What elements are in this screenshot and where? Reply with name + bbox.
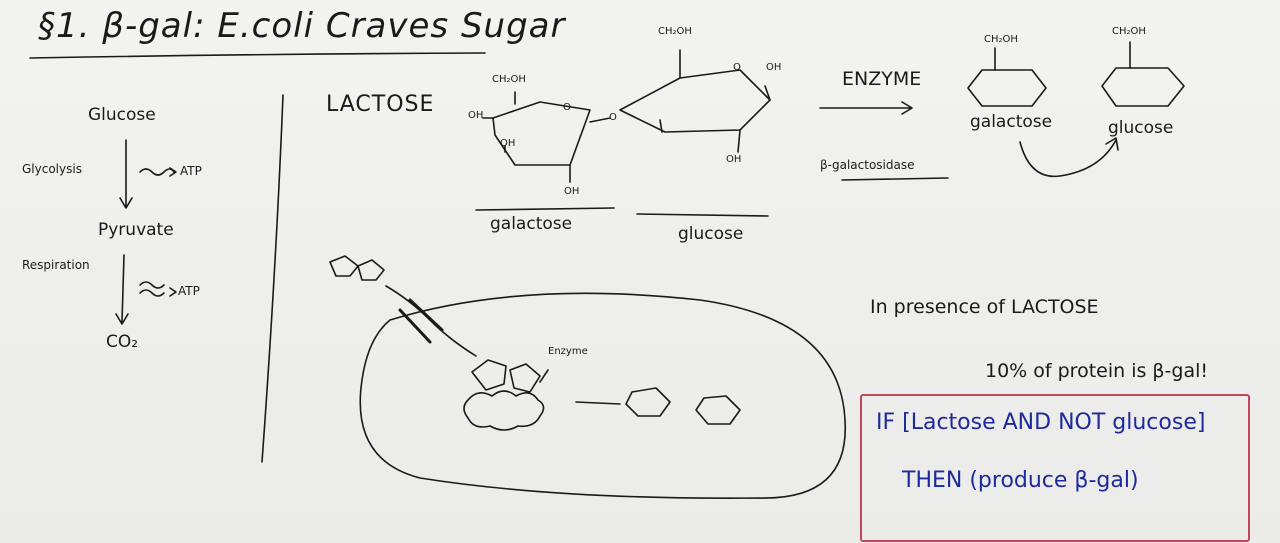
label-ch2oh-b: CH₂OH [1112,26,1146,37]
label-product-galactose: galactose [970,112,1053,132]
arrow-glucose-pyruvate [119,139,133,209]
label-oh-1: OH [468,110,484,121]
label-presence: In presence of LACTOSE [870,296,1099,318]
enzyme-pointer [539,369,549,383]
label-atp-1: ATP [180,164,202,178]
label-lactose: LACTOSE [326,92,435,117]
condition-then: THEN (produce β-gal) [902,468,1139,493]
condition-if: IF [Lactose AND NOT glucose] [876,410,1206,435]
label-cell-enzyme: Enzyme [548,346,588,357]
enzyme-rings [471,359,541,393]
condition-box [860,394,1250,542]
cell-link [575,401,621,405]
galactose-ring [492,101,591,166]
cell-galactose [625,387,671,417]
label-oh-2: OH [500,138,516,149]
label-pyruvate: Pyruvate [98,220,174,240]
squiggle-atp1 [139,167,177,177]
label-percent-protein: 10% of protein is β-gal! [985,360,1208,382]
label-ring-o-2: O [733,62,741,73]
external-lactose [329,255,385,281]
label-oh-4: OH [766,62,782,73]
galactose-ring-bonds [482,91,611,183]
transporter [398,298,444,344]
label-galactose-struct: galactose [490,214,573,234]
label-beta-galactosidase: β-galactosidase [820,158,915,172]
title-underline [29,52,486,59]
label-ch2oh-right: CH₂OH [658,26,692,37]
glucose-underline [636,213,769,217]
label-bridge-o: O [609,112,617,123]
glucose-ring [619,69,771,133]
cell-glucose [695,395,741,425]
label-ch2oh-left: CH₂OH [492,74,526,85]
label-respiration: Respiration [22,258,90,272]
arrow-pyruvate-co2 [115,254,129,325]
label-co2: CO₂ [106,332,139,352]
label-ch2oh-a: CH₂OH [984,34,1018,45]
label-oh-5: OH [726,154,742,165]
label-oh-3: OH [564,186,580,197]
label-glucose-struct: glucose [678,224,744,244]
page-title: §1. β-gal: E.coli Craves Sugar [38,6,566,46]
enzyme-blob [463,390,545,431]
beta-gal-underline [841,177,949,181]
glucose-ring-bonds [659,49,771,153]
reaction-arrow [819,101,913,115]
label-enzyme: ENZYME [842,68,922,90]
galactose-underline [475,207,615,211]
product-galactose-ring [967,69,1047,107]
label-glycolysis: Glycolysis [22,162,82,176]
divider-line [261,94,284,463]
product-glucose-ring [1101,67,1185,107]
label-product-glucose: glucose [1108,118,1174,138]
label-glucose: Glucose [88,105,156,125]
conversion-arrow [1019,137,1119,178]
squiggle-atp2 [139,281,177,297]
cell-membrane [359,292,847,499]
label-atp-2: ATP [178,284,200,298]
label-ring-o-1: O [563,102,571,113]
import-path [385,285,477,357]
